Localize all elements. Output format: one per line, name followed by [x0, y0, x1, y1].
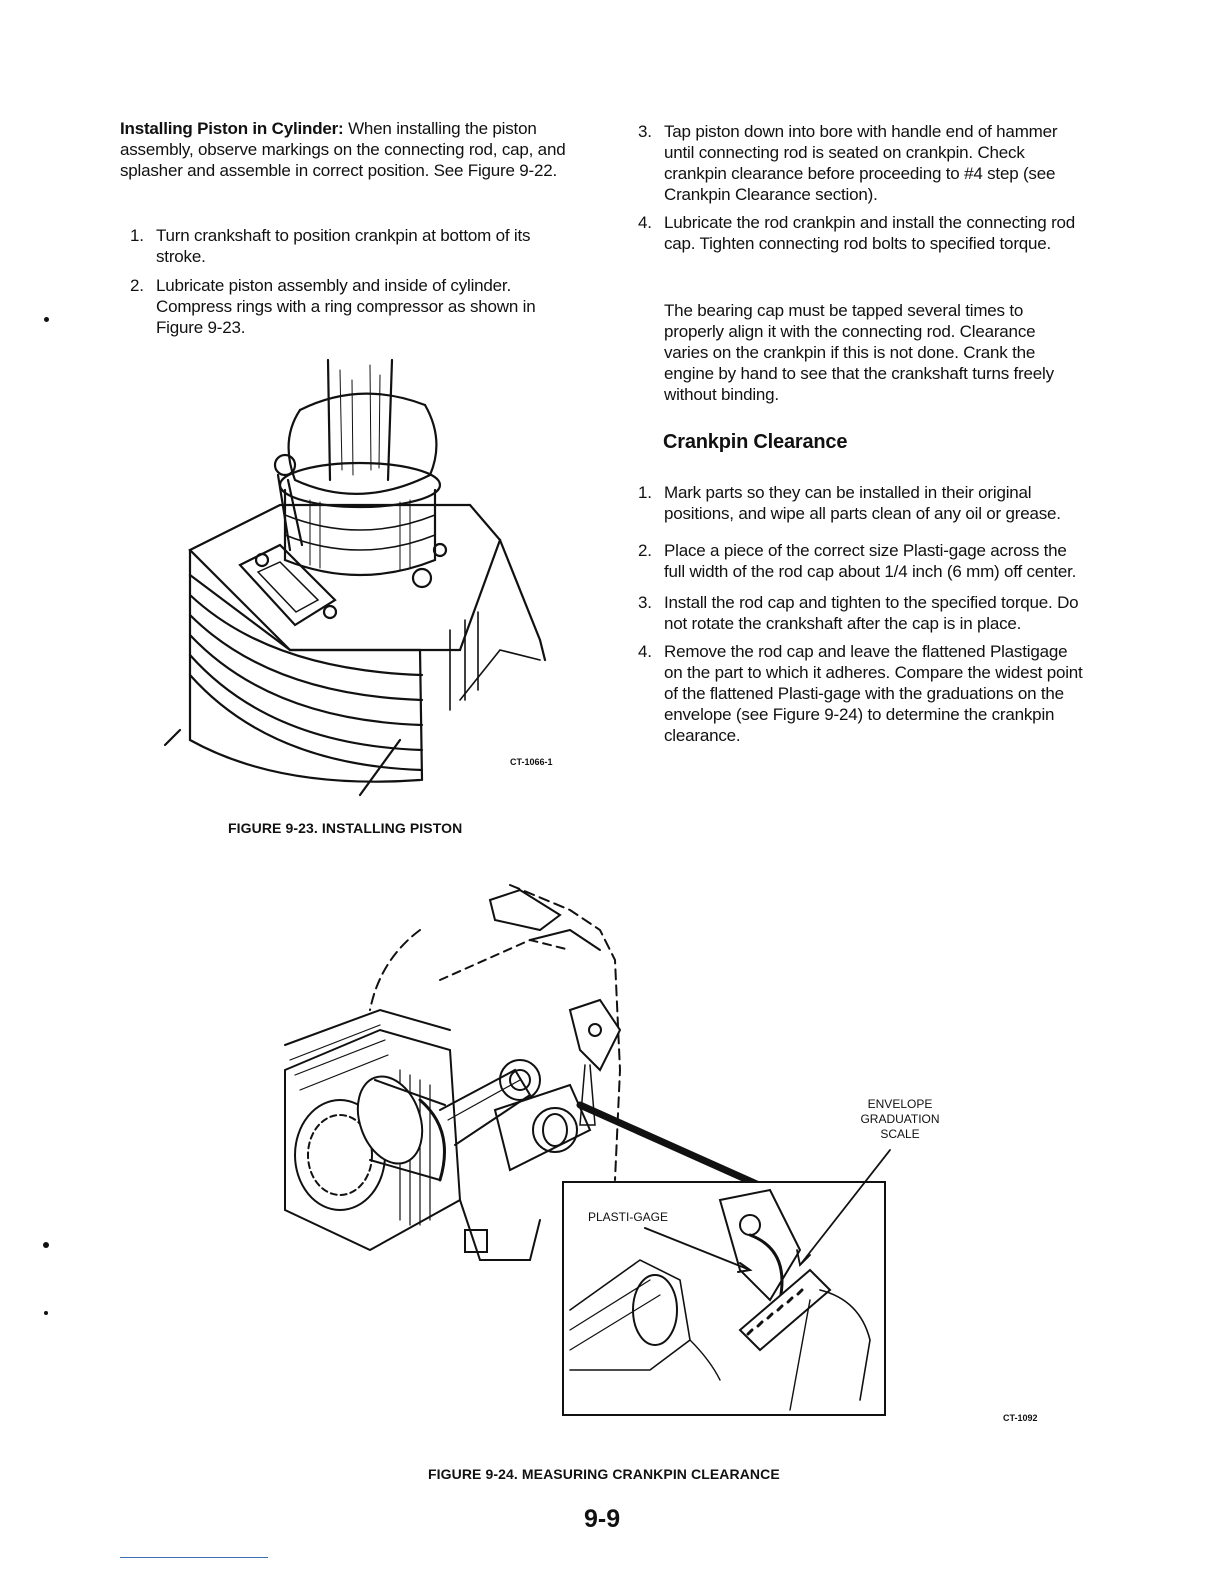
piston-installation-illustration: [163, 358, 547, 797]
list-item: 1. Turn crankshaft to position crankpin …: [130, 226, 531, 266]
crankpin-clearance-heading: Crankpin Clearance: [663, 431, 848, 453]
list-item: 2. Lubricate piston assembly and inside …: [130, 276, 536, 337]
figure-23-code: CT-1066-1: [510, 757, 553, 767]
right-step-list: 3. Tap piston down into bore with handle…: [638, 121, 1083, 254]
figure-24-code: CT-1092: [1003, 1413, 1038, 1423]
left-step-list: 1. Turn crankshaft to position crankpin …: [130, 225, 580, 338]
envelope-graduation-scale-callout: ENVELOPE GRADUATION SCALE: [860, 1097, 940, 1141]
intro-title: Installing Piston in Cylinder:: [120, 119, 344, 138]
plasti-gage-callout: PLASTI-GAGE: [588, 1210, 669, 1224]
crankpin-clearance-illustration: [284, 884, 891, 1416]
list-item: 2. Place a piece of the correct size Pla…: [638, 541, 1077, 581]
bearing-cap-note: The bearing cap must be tapped several t…: [664, 301, 1054, 404]
margin-dot: [44, 317, 49, 322]
margin-dot: [44, 1311, 48, 1315]
bottom-rule: [120, 1557, 268, 1558]
clearance-step-list: 1. Mark parts so they can be installed i…: [638, 482, 1083, 746]
figure-24-caption: FIGURE 9-24. MEASURING CRANKPIN CLEARANC…: [428, 1466, 780, 1482]
list-item: 1. Mark parts so they can be installed i…: [638, 483, 1061, 523]
page-number: 9-9: [584, 1505, 621, 1533]
margin-dot: [43, 1242, 49, 1248]
intro-paragraph: Installing Piston in Cylinder: When inst…: [120, 118, 580, 181]
list-item: 3. Install the rod cap and tighten to th…: [638, 593, 1079, 633]
list-item: 4. Lubricate the rod crankpin and instal…: [638, 213, 1076, 253]
list-item: 3. Tap piston down into bore with handle…: [638, 122, 1058, 204]
figure-23-caption: FIGURE 9-23. INSTALLING PISTON: [228, 820, 463, 836]
intro-text: When installing the piston assembly, obs…: [120, 119, 566, 180]
list-item: 4. Remove the rod cap and leave the flat…: [638, 642, 1083, 745]
